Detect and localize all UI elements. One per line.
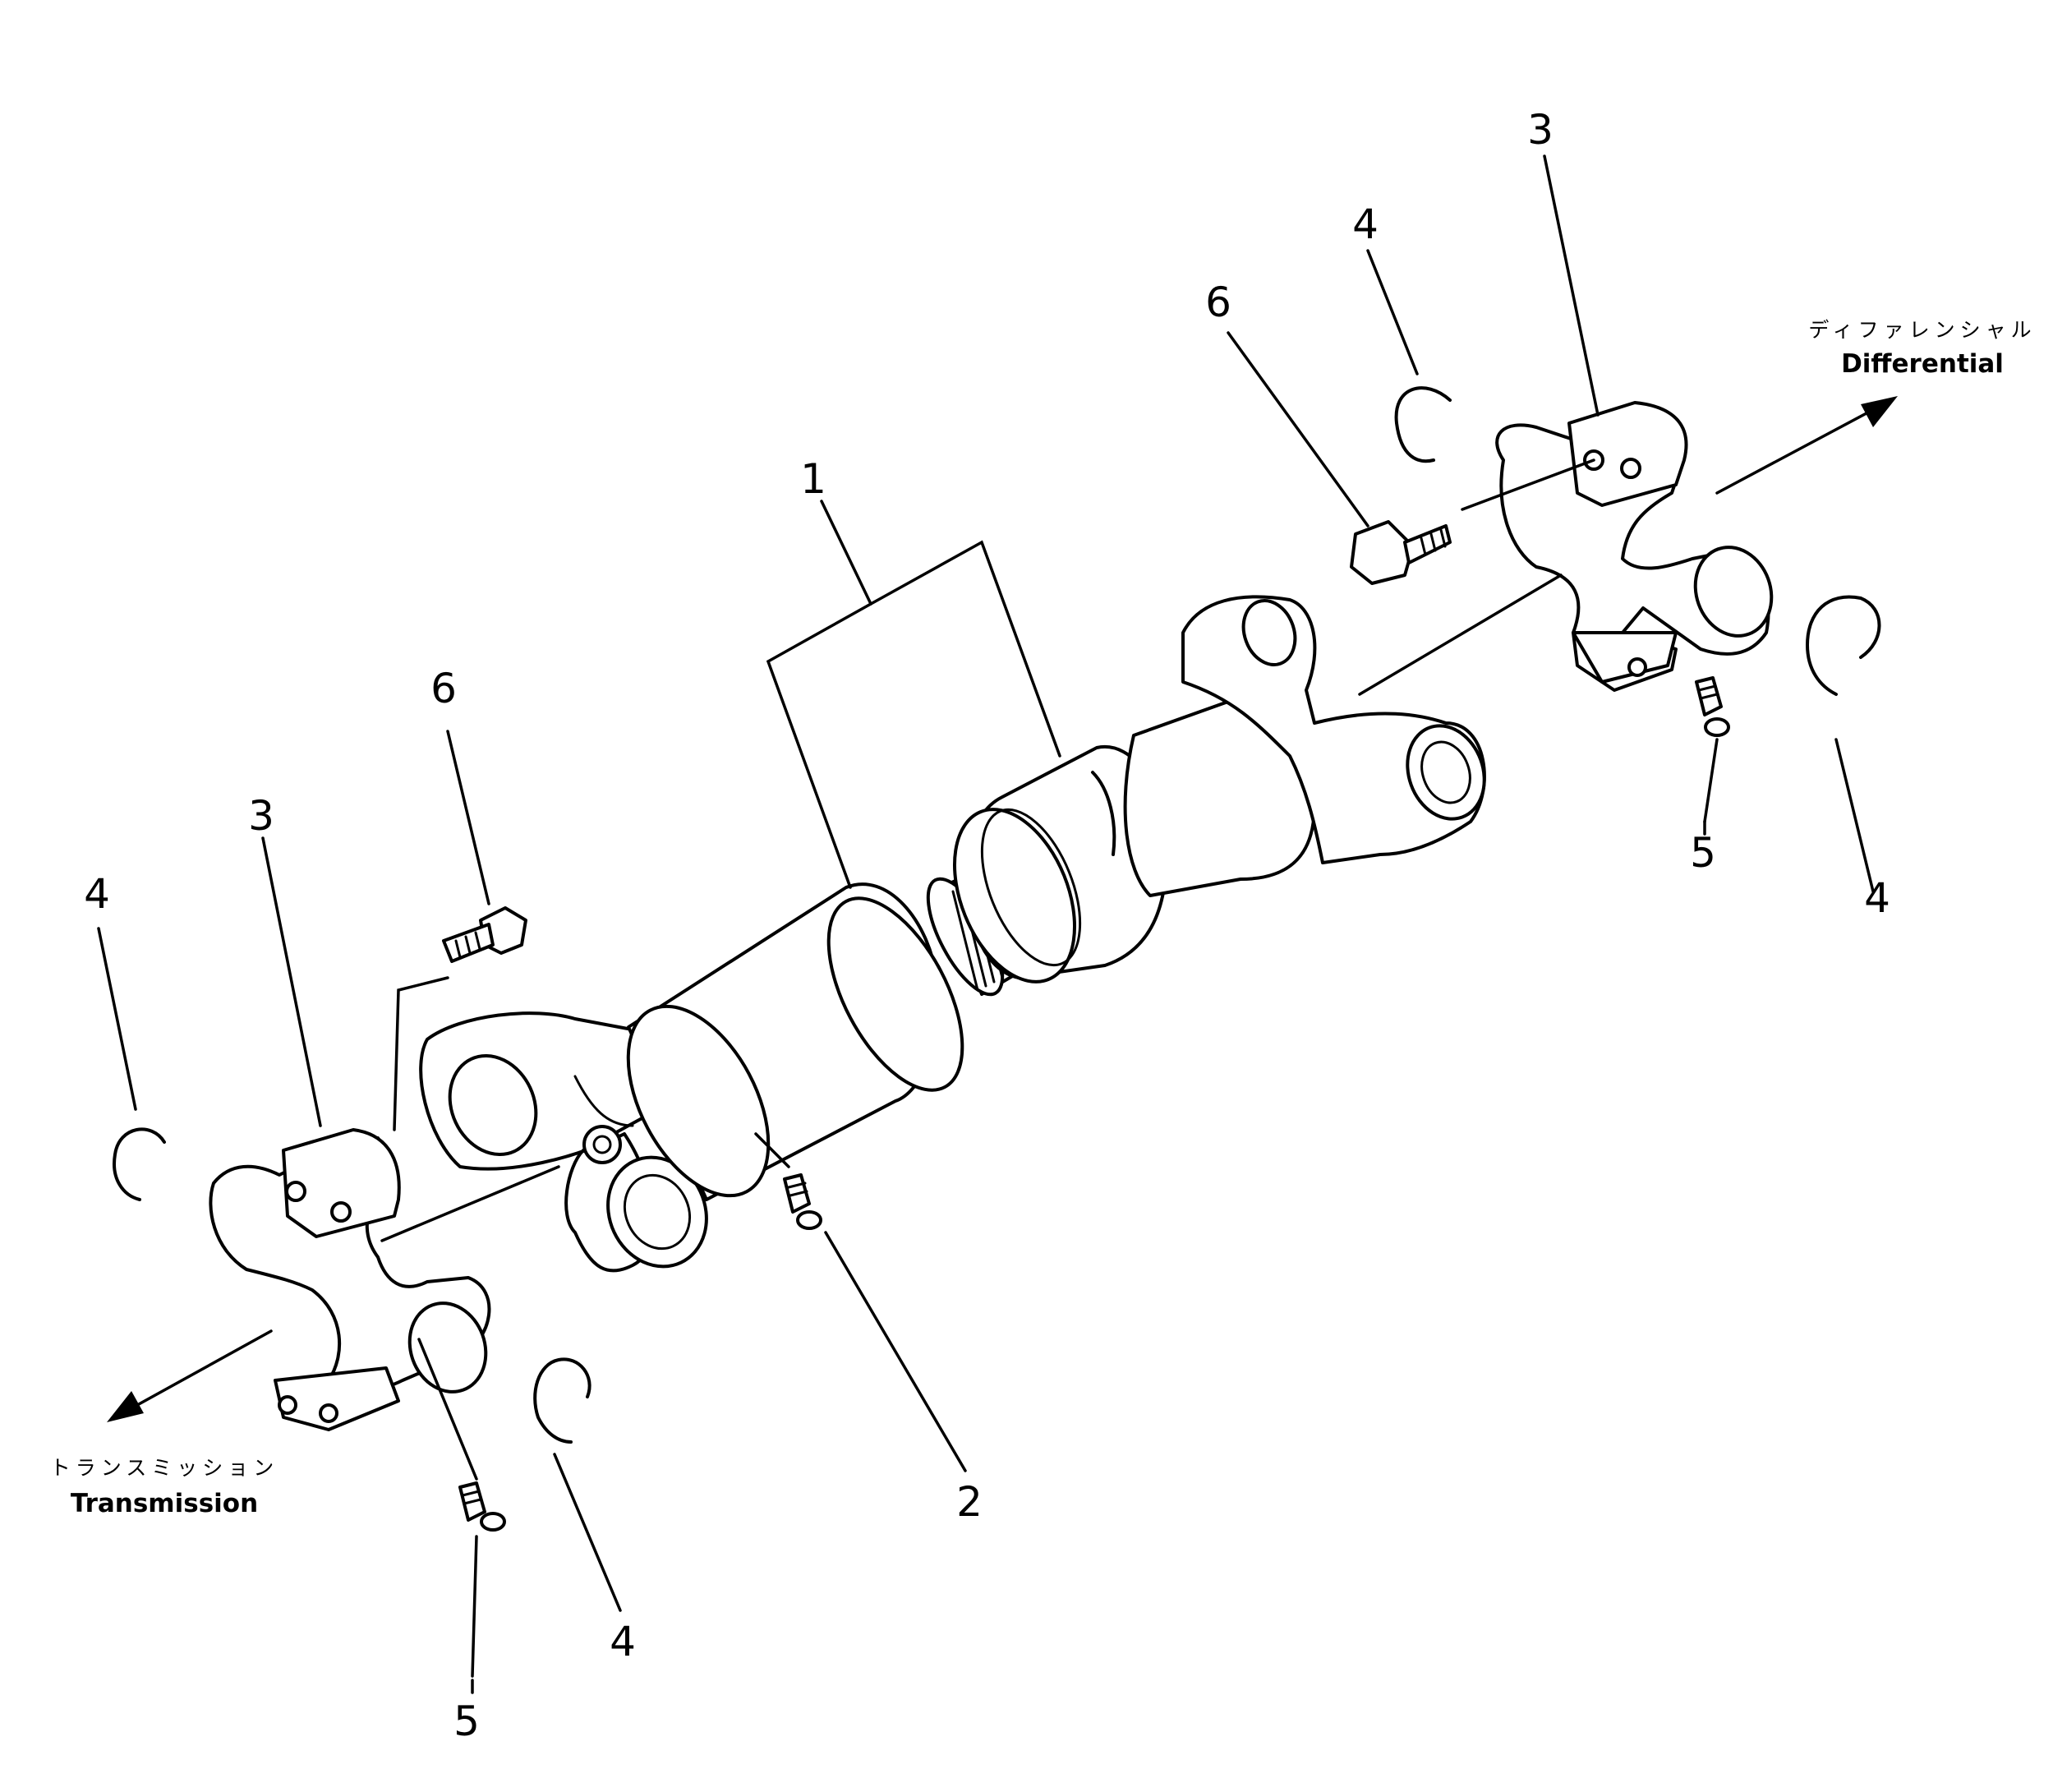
alignment-lines (380, 458, 1719, 1678)
direction-labels: ディファレンシャル Differential トランスミッション Transmi… (50, 318, 2036, 1518)
callout-labels: 1 2 3 3 4 4 4 4 5 5 6 6 (84, 106, 1890, 1745)
bolt-left (442, 906, 527, 963)
snap-ring-left-top (113, 1127, 166, 1201)
callout-grease-fitting-center: 2 (956, 1478, 983, 1526)
callout-snap-ring-left-top: 4 (84, 870, 110, 918)
callout-bolt-left: 6 (430, 665, 457, 712)
snap-ring-left-bottom (533, 1357, 592, 1444)
callout-fitting-right: 5 (1690, 829, 1716, 877)
right-spider-joint (1495, 401, 1774, 692)
transmission-arrow (107, 1329, 273, 1422)
coupling-sleeve (952, 744, 1168, 984)
transmission-label-jp: トランスミッション (50, 1456, 279, 1480)
snap-ring-right-top (1394, 386, 1452, 463)
direction-arrows (107, 396, 1898, 1422)
differential-label: Differential (1841, 349, 2004, 379)
transmission-label: Transmission (71, 1489, 258, 1518)
callout-snap-ring-right-top: 4 (1352, 200, 1379, 248)
grease-fitting-center (783, 1173, 822, 1230)
drive-shaft-assembly (419, 595, 1486, 1273)
grease-fitting-left (458, 1481, 506, 1532)
shaft-tube (626, 882, 964, 1201)
callout-bolt-right: 6 (1205, 279, 1231, 326)
callout-fitting-left: 5 (453, 1698, 480, 1745)
bolts (442, 520, 1452, 963)
callout-drive-shaft: 1 (800, 455, 826, 503)
differential-arrow (1715, 396, 1898, 495)
callout-snap-ring-left-bottom: 4 (610, 1618, 636, 1665)
snap-ring-right-bottom (1806, 595, 1881, 696)
grease-fittings (458, 676, 1730, 1532)
snap-rings (113, 386, 1881, 1444)
grease-fitting-right (1695, 676, 1730, 737)
callout-spider-left: 3 (248, 792, 274, 840)
differential-label-jp: ディファレンシャル (1808, 318, 2036, 342)
bolt-right (1350, 520, 1452, 585)
right-weld-yoke (1123, 595, 1486, 897)
left-spider-joint (209, 1128, 491, 1431)
callout-leaders (97, 154, 1875, 1694)
callout-snap-ring-right-bottom: 4 (1864, 874, 1890, 922)
callout-spider-right: 3 (1527, 106, 1554, 154)
